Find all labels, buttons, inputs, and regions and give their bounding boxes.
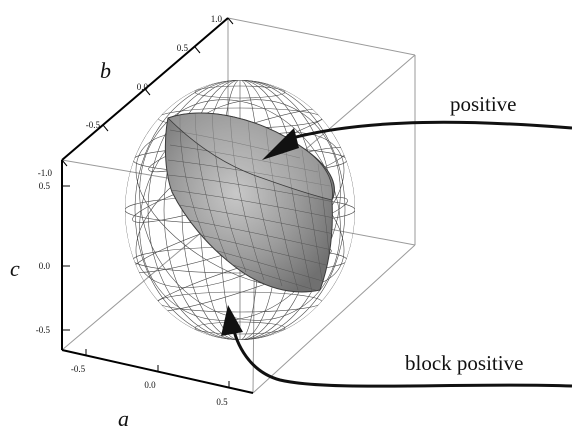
c-tick-label: 0.5 <box>39 181 51 191</box>
positive-surface <box>164 112 335 293</box>
c-axis-label: c <box>10 256 20 281</box>
c-tick-label: -0.5 <box>36 325 51 335</box>
a-axis-ticks: -0.5 0.0 0.5 <box>71 364 228 407</box>
a-tick-label: 0.5 <box>216 397 228 407</box>
block-positive-arrowhead <box>221 305 243 336</box>
block-positive-arrow <box>230 321 572 388</box>
positive-arrow <box>291 120 572 140</box>
b-tick-label: 0.5 <box>177 43 189 53</box>
b-axis-label: b <box>100 58 111 83</box>
b-axis-ticks: 1.0 0.5 0.0 -0.5 -1.0 <box>38 14 223 178</box>
c-axis-ticks: 0.5 0.0 -0.5 <box>36 181 51 335</box>
b-tick-label: -1.0 <box>38 168 53 178</box>
a-tick-label: 0.0 <box>144 380 156 390</box>
callout-arrows <box>230 120 572 388</box>
positive-arrowhead <box>262 128 299 160</box>
a-tick-label: -0.5 <box>71 364 86 374</box>
b-tick-label: 1.0 <box>211 14 223 24</box>
b-tick-label: 0.0 <box>137 82 149 92</box>
a-axis-label: a <box>118 406 129 431</box>
block-positive-label: block positive <box>405 351 523 375</box>
c-tick-label: 0.0 <box>39 261 51 271</box>
positive-label: positive <box>450 92 517 116</box>
b-tick-label: -0.5 <box>86 120 101 130</box>
tick-marks <box>61 17 234 388</box>
